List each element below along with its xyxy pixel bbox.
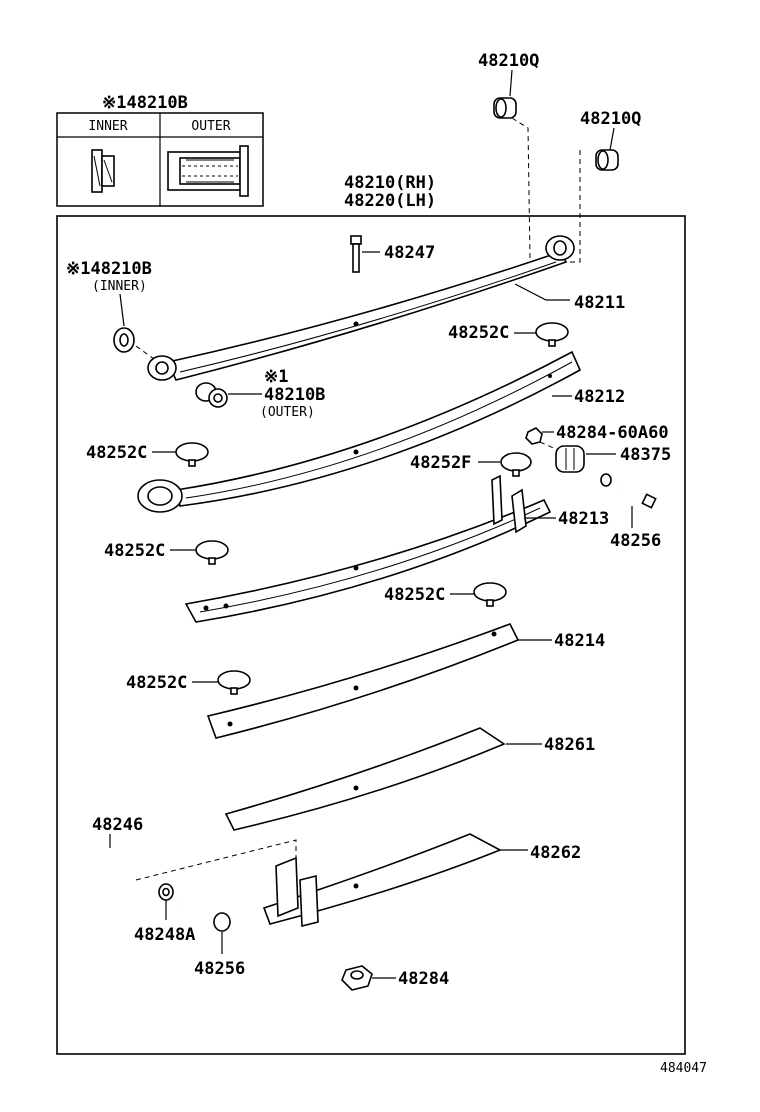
clip-48252c-4-icon (473, 582, 507, 607)
washer-48248a-icon (158, 883, 174, 901)
clip-48252f-icon (500, 452, 532, 477)
dashed-guide-bumper (539, 441, 559, 451)
pin-48246-icon (97, 849, 135, 877)
bolt-48256-right-icon (617, 486, 657, 509)
label-48375: 48375 (620, 445, 671, 465)
inset-title: ※148210B (102, 93, 188, 113)
outer-bushing-section-icon (167, 145, 249, 197)
dashed-guide-right (566, 150, 581, 263)
label-48252c-3: 48252C (104, 541, 165, 561)
label-48212: 48212 (574, 387, 625, 407)
leaf-48213 (184, 474, 552, 623)
label-48261: 48261 (544, 735, 595, 755)
leaf-48212 (137, 350, 582, 513)
bushing-48210q-right-icon (595, 149, 619, 171)
bushing-48210q-top-icon (493, 97, 517, 119)
label-48214: 48214 (554, 631, 605, 651)
label-outer-sub: (OUTER) (260, 405, 315, 420)
label-48252c-5: 48252C (126, 673, 187, 693)
nut-48284-60a60-icon (525, 427, 543, 445)
inset-col-inner: INNER (88, 119, 127, 134)
label-inner-sub: (INNER) (92, 279, 147, 294)
bumper-48375-icon (555, 445, 585, 473)
leaf-48211 (147, 235, 575, 381)
washer-right-icon (600, 473, 612, 487)
label-48252c-1: 48252C (448, 323, 509, 343)
bushing-inset-table: ※148210B INNER OUTER (56, 93, 264, 207)
label-48248a: 48248A (134, 925, 195, 945)
label-outer-num: 48210B (264, 385, 325, 405)
leader-48210q-right (609, 127, 615, 151)
label-48256-right: 48256 (610, 531, 661, 551)
bolt-48247-icon (350, 235, 362, 273)
leaf-48262 (262, 833, 502, 928)
label-48211: 48211 (574, 293, 625, 313)
clip-48252c-1-icon (535, 322, 569, 347)
nut-48284-icon (341, 965, 373, 991)
dashed-guide-pin (135, 839, 297, 881)
leaf-48214 (206, 622, 520, 739)
label-48256-bottom: 48256 (194, 959, 245, 979)
leader-48211 (514, 283, 570, 301)
label-inner-title: ※148210B (66, 259, 152, 279)
dashed-guide-top (511, 117, 531, 259)
label-48262: 48262 (530, 843, 581, 863)
bolt-48256-bottom-icon (180, 901, 231, 932)
leader-48210q-top (509, 69, 513, 97)
drawing-number: 484047 (660, 1061, 707, 1076)
label-48284-60a60: 48284-60A60 (556, 423, 669, 443)
inset-col-outer: OUTER (191, 119, 230, 134)
inner-bushing-icon (113, 327, 135, 353)
outer-bushing-icon (195, 382, 228, 408)
assembly-frame (56, 215, 686, 1055)
clip-48252c-3-icon (195, 540, 229, 565)
label-assembly-lh: 48220(LH) (344, 191, 436, 211)
label-assembly-rh: 48210(RH) (344, 173, 436, 193)
clip-48252c-5-icon (217, 670, 251, 695)
label-48213: 48213 (558, 509, 609, 529)
leader-inner (119, 293, 125, 327)
label-outer-mark: ※1 (264, 367, 288, 387)
label-48252f: 48252F (410, 453, 471, 473)
label-48210q-top: 48210Q (478, 51, 539, 71)
label-48247: 48247 (384, 243, 435, 263)
label-48210q-right: 48210Q (580, 109, 641, 129)
label-48252c-4: 48252C (384, 585, 445, 605)
leaf-48261 (224, 727, 506, 831)
clip-48252c-2-icon (175, 442, 209, 467)
label-48284: 48284 (398, 969, 449, 989)
label-48252c-2: 48252C (86, 443, 147, 463)
label-48246: 48246 (92, 815, 143, 835)
inner-bushing-section-icon (91, 149, 115, 193)
